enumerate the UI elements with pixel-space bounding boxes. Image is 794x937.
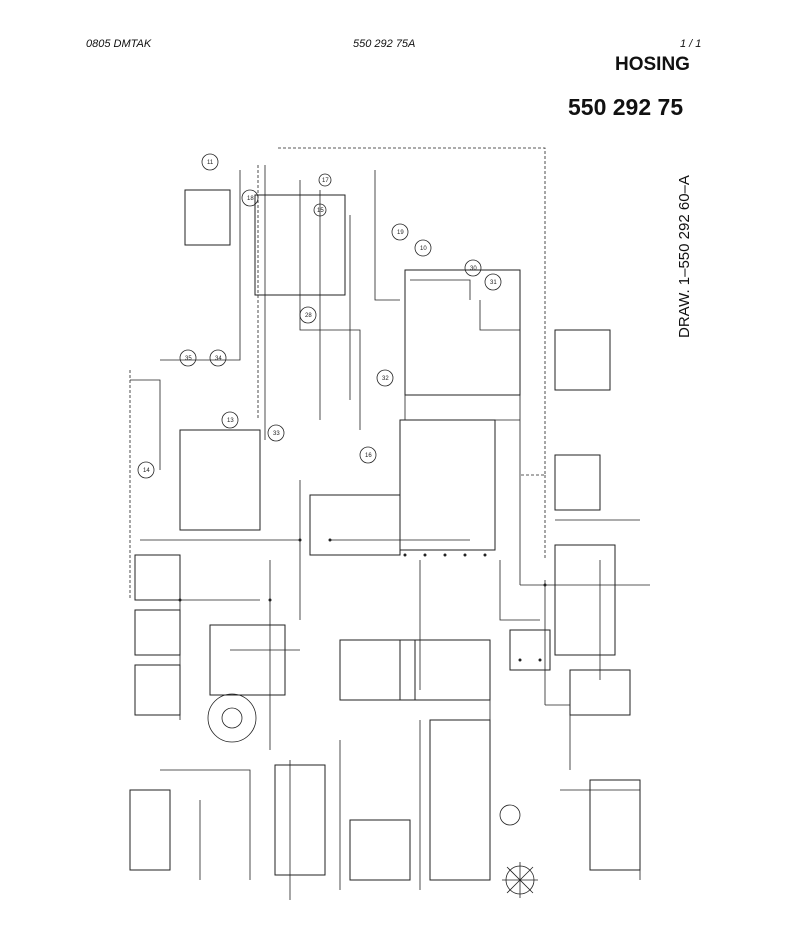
page-title: HOSING	[615, 54, 690, 75]
callout-label: 28	[305, 313, 312, 319]
callout-label: 35	[185, 356, 192, 362]
pilot-lines	[129, 147, 546, 600]
callout-bubbles	[137, 153, 502, 479]
callout-label: 19	[397, 230, 404, 236]
callout-label: 18	[247, 196, 254, 202]
circular-components	[207, 693, 535, 895]
callout-label: 32	[382, 376, 389, 382]
callout-label: 16	[365, 453, 372, 459]
page-indicator: 1 / 1	[680, 38, 702, 50]
component-blocks	[129, 189, 641, 881]
callout-label: 30	[470, 266, 477, 272]
callout-label: 10	[420, 246, 427, 252]
callout-label: 14	[143, 468, 150, 474]
header-code: 0805 DMTAK	[86, 38, 152, 50]
callout-label: 33	[273, 431, 280, 437]
callout-label: 13	[227, 418, 234, 424]
direction-star	[502, 862, 538, 898]
callout-label: 15	[317, 208, 324, 214]
callout-label: 11	[207, 160, 214, 166]
callout-labels: 11 18 19 10 30 31 28 35 34 32 33 16 13 1…	[143, 160, 497, 474]
callout-label: 31	[490, 280, 497, 286]
callout-label: 17	[322, 178, 329, 184]
callout-label: 34	[215, 356, 222, 362]
hose-runs	[130, 165, 650, 900]
port-markers	[178, 538, 547, 662]
part-number: 550 292 75	[568, 94, 684, 120]
document-number: 550 292 75A	[353, 38, 416, 50]
